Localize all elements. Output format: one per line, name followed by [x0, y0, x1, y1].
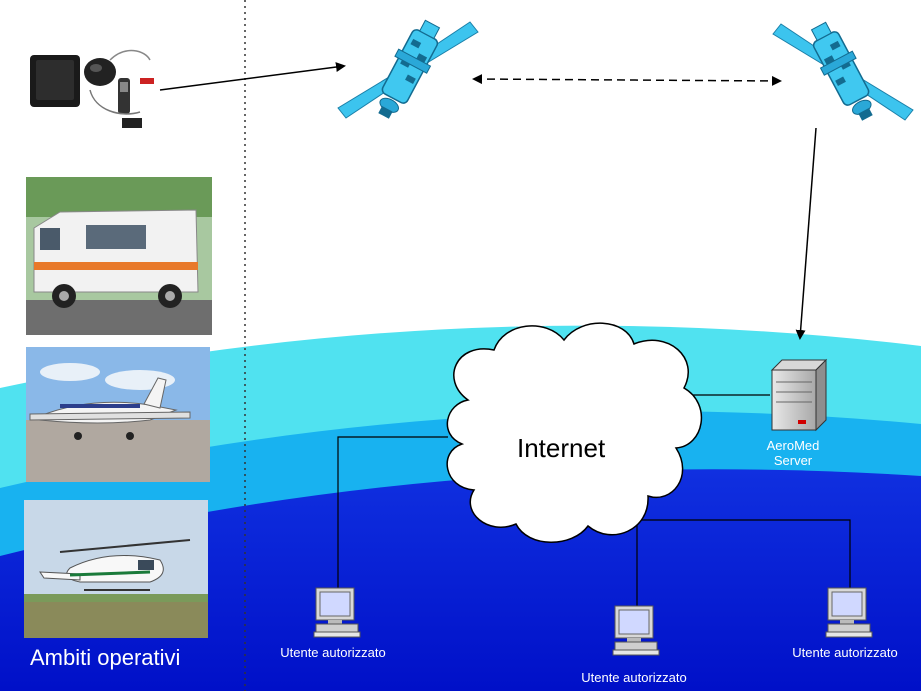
user-label-left: Utente autorizzato [280, 645, 386, 660]
user-computer-middle-icon [612, 605, 660, 656]
user-computer-right-icon [825, 587, 873, 638]
airplane-photo-icon [26, 347, 210, 482]
ambulance-photo-icon [26, 177, 212, 335]
user-label-middle: Utente autorizzato [581, 670, 687, 685]
user-label-right: Utente autorizzato [792, 645, 898, 660]
downlink-arrow [795, 127, 817, 340]
internet-label: Internet [517, 433, 606, 463]
satellite-right-icon [772, 16, 914, 128]
dark-blue-band [0, 469, 921, 691]
helicopter-photo-icon [24, 500, 208, 638]
user-computer-left-icon [313, 587, 361, 638]
internet-cloud [446, 322, 703, 543]
satellite-link-arrow [472, 74, 782, 86]
server-label: AeroMed Server [748, 438, 838, 468]
server-label-line2: Server [773, 453, 813, 468]
server-label-line1: AeroMed [766, 438, 820, 453]
satellite-left-icon [337, 14, 479, 126]
aeromed-server-icon [770, 358, 828, 432]
network-links [337, 394, 851, 606]
satellite-phone-kit-icon [30, 49, 346, 128]
left-caption: Ambiti operativi [30, 645, 181, 670]
